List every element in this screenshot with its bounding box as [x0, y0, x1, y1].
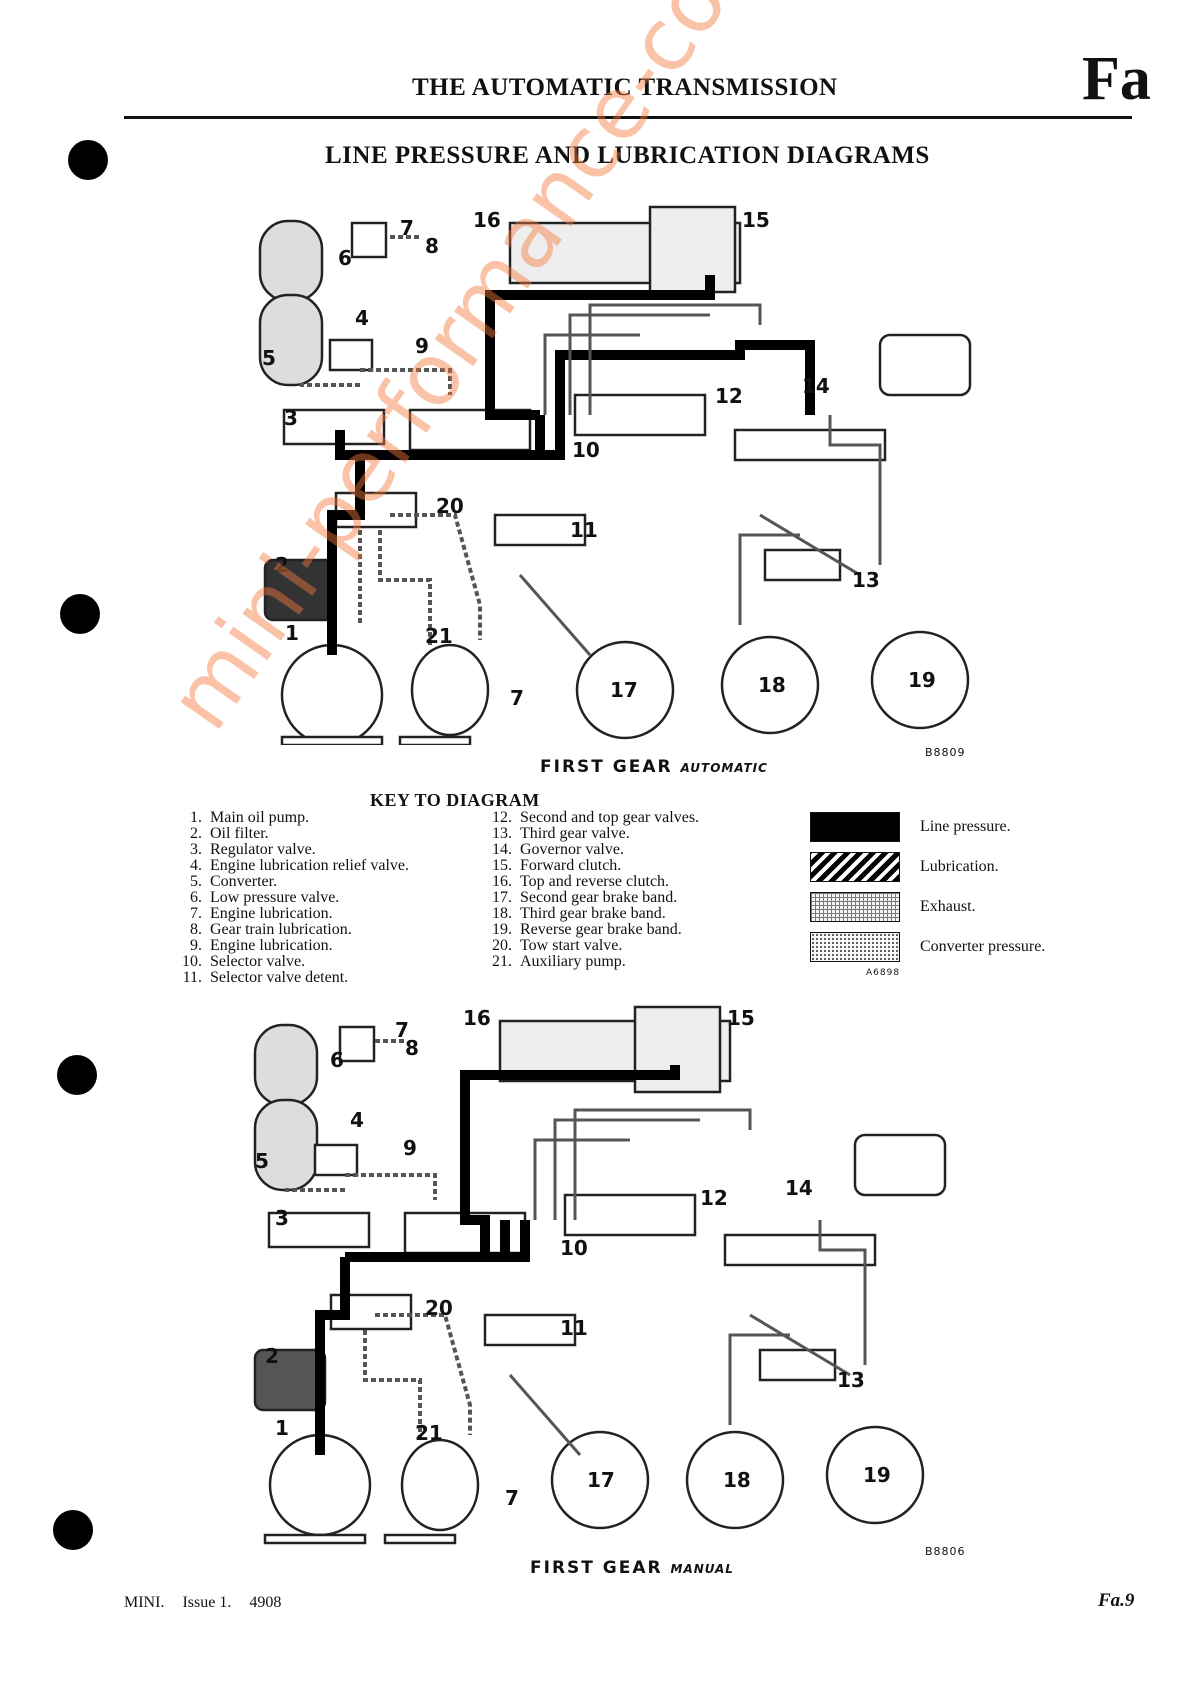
diagram-label: 6 — [330, 1048, 344, 1072]
diagram-label: 13 — [852, 568, 880, 592]
diagram-label: 1 — [285, 621, 299, 645]
key-item: 6.Low pressure valve. — [190, 889, 340, 906]
diagram-label: 7 — [395, 1018, 409, 1042]
punch-hole — [57, 1055, 97, 1095]
legend-swatch — [810, 852, 900, 882]
key-title: KEY TO DIAGRAM — [370, 790, 540, 810]
diagram-label: 12 — [715, 384, 743, 408]
diagram-label: 20 — [425, 1296, 453, 1320]
diagram-label: 3 — [275, 1206, 289, 1230]
diagram-label: 8 — [425, 234, 439, 258]
diagram-label: 16 — [473, 208, 501, 232]
key-item: 10.Selector valve. — [182, 953, 306, 970]
key-item: 9.Engine lubrication. — [190, 937, 333, 954]
footer-issue: MINI. Issue 1. 4908 — [124, 1594, 282, 1611]
punch-hole — [68, 140, 108, 180]
diagram-label: 9 — [403, 1136, 417, 1160]
key-item: 4.Engine lubrication relief valve. — [190, 857, 410, 874]
key-item: 12.Second and top gear valves. — [492, 809, 700, 826]
diagram-label: 19 — [908, 668, 936, 692]
key-list-right: 12.Second and top gear valves. 13.Third … — [480, 810, 699, 970]
figure-ref: B8806 — [925, 1545, 966, 1558]
diagram-caption: FIRST GEAR AUTOMATIC — [540, 757, 768, 777]
diagram-label: 20 — [436, 494, 464, 518]
key-item: 17.Second gear brake band. — [492, 889, 678, 906]
diagram-label: 3 — [284, 406, 298, 430]
key-item: 1.Main oil pump. — [190, 809, 310, 826]
figure-ref: B8809 — [925, 746, 966, 759]
caption-main: FIRST GEAR — [530, 1558, 663, 1578]
diagram-label: 4 — [355, 306, 369, 330]
diagram-label: 2 — [275, 553, 289, 577]
diagram-label: 15 — [742, 208, 770, 232]
diagram-label: 9 — [415, 334, 429, 358]
diagram-label: 18 — [723, 1468, 751, 1492]
diagram-label: 16 — [463, 1006, 491, 1030]
diagram-label: 14 — [802, 374, 830, 398]
key-item: 19.Reverse gear brake band. — [492, 921, 682, 938]
diagram-label: 21 — [425, 624, 453, 648]
diagram-label: 17 — [587, 1468, 615, 1492]
diagram-label: 14 — [785, 1176, 813, 1200]
diagram-label: 11 — [570, 518, 598, 542]
diagram-label: 7 — [510, 686, 524, 710]
diagram-caption: FIRST GEAR MANUAL — [530, 1558, 734, 1578]
key-item: 13.Third gear valve. — [492, 825, 630, 842]
diagram-label: 18 — [758, 673, 786, 697]
diagram-label: 7 — [505, 1486, 519, 1510]
page-number: Fa.9 — [1098, 1590, 1135, 1611]
diagram-label: 21 — [415, 1421, 443, 1445]
legend-swatch — [810, 892, 900, 922]
diagram-label: 10 — [572, 438, 600, 462]
diagram-label: 17 — [610, 678, 638, 702]
legend-swatch — [810, 932, 900, 962]
header-rule — [124, 116, 1132, 119]
diagram-label: 6 — [338, 246, 352, 270]
diagram-label: 5 — [262, 346, 276, 370]
diagram-label: 5 — [255, 1149, 269, 1173]
legend-swatch — [810, 812, 900, 842]
key-item: 14.Governor valve. — [492, 841, 624, 858]
key-item: 16.Top and reverse clutch. — [492, 873, 670, 890]
diagram-label: 15 — [727, 1006, 755, 1030]
key-item: 18.Third gear brake band. — [492, 905, 666, 922]
running-header: THE AUTOMATIC TRANSMISSION — [412, 74, 838, 101]
caption-main: FIRST GEAR — [540, 757, 673, 777]
key-item: 15.Forward clutch. — [492, 857, 622, 874]
diagram-label: 2 — [265, 1344, 279, 1368]
diagram-label: 11 — [560, 1316, 588, 1340]
key-item: 11.Selector valve detent. — [182, 969, 349, 986]
key-item: 8.Gear train lubrication. — [190, 921, 352, 938]
key-item: 20.Tow start valve. — [492, 937, 623, 954]
diagram-label: 13 — [837, 1368, 865, 1392]
key-item: 3.Regulator valve. — [190, 841, 316, 858]
diagram-label: 7 — [400, 216, 414, 240]
diagram-label: 4 — [350, 1108, 364, 1132]
section-code: Fa — [1082, 45, 1151, 113]
diagram-label: 19 — [863, 1463, 891, 1487]
diagram-label: 10 — [560, 1236, 588, 1260]
diagram-label: 1 — [275, 1416, 289, 1440]
caption-mode: MANUAL — [670, 1562, 734, 1576]
key-item: 7.Engine lubrication. — [190, 905, 333, 922]
diagram-first-gear-manual: 1 2 3 4 5 6 7 8 9 10 11 12 13 14 15 16 1… — [253, 1005, 947, 1545]
legend-ref: A6898 — [866, 968, 901, 978]
diagram-label: 8 — [405, 1036, 419, 1060]
punch-hole — [60, 594, 100, 634]
diagram-first-gear-automatic: 1 2 3 4 5 6 7 8 9 10 11 12 13 14 15 16 1… — [258, 205, 972, 745]
key-list-left: 1.Main oil pump. 2.Oil filter. 3.Regulat… — [170, 810, 409, 986]
diagram-label: 12 — [700, 1186, 728, 1210]
page-title: LINE PRESSURE AND LUBRICATION DIAGRAMS — [325, 142, 930, 169]
key-item: 2.Oil filter. — [190, 825, 269, 842]
punch-hole — [53, 1510, 93, 1550]
key-item: 5.Converter. — [190, 873, 278, 890]
key-item: 21.Auxiliary pump. — [492, 953, 626, 970]
caption-mode: AUTOMATIC — [680, 761, 768, 775]
